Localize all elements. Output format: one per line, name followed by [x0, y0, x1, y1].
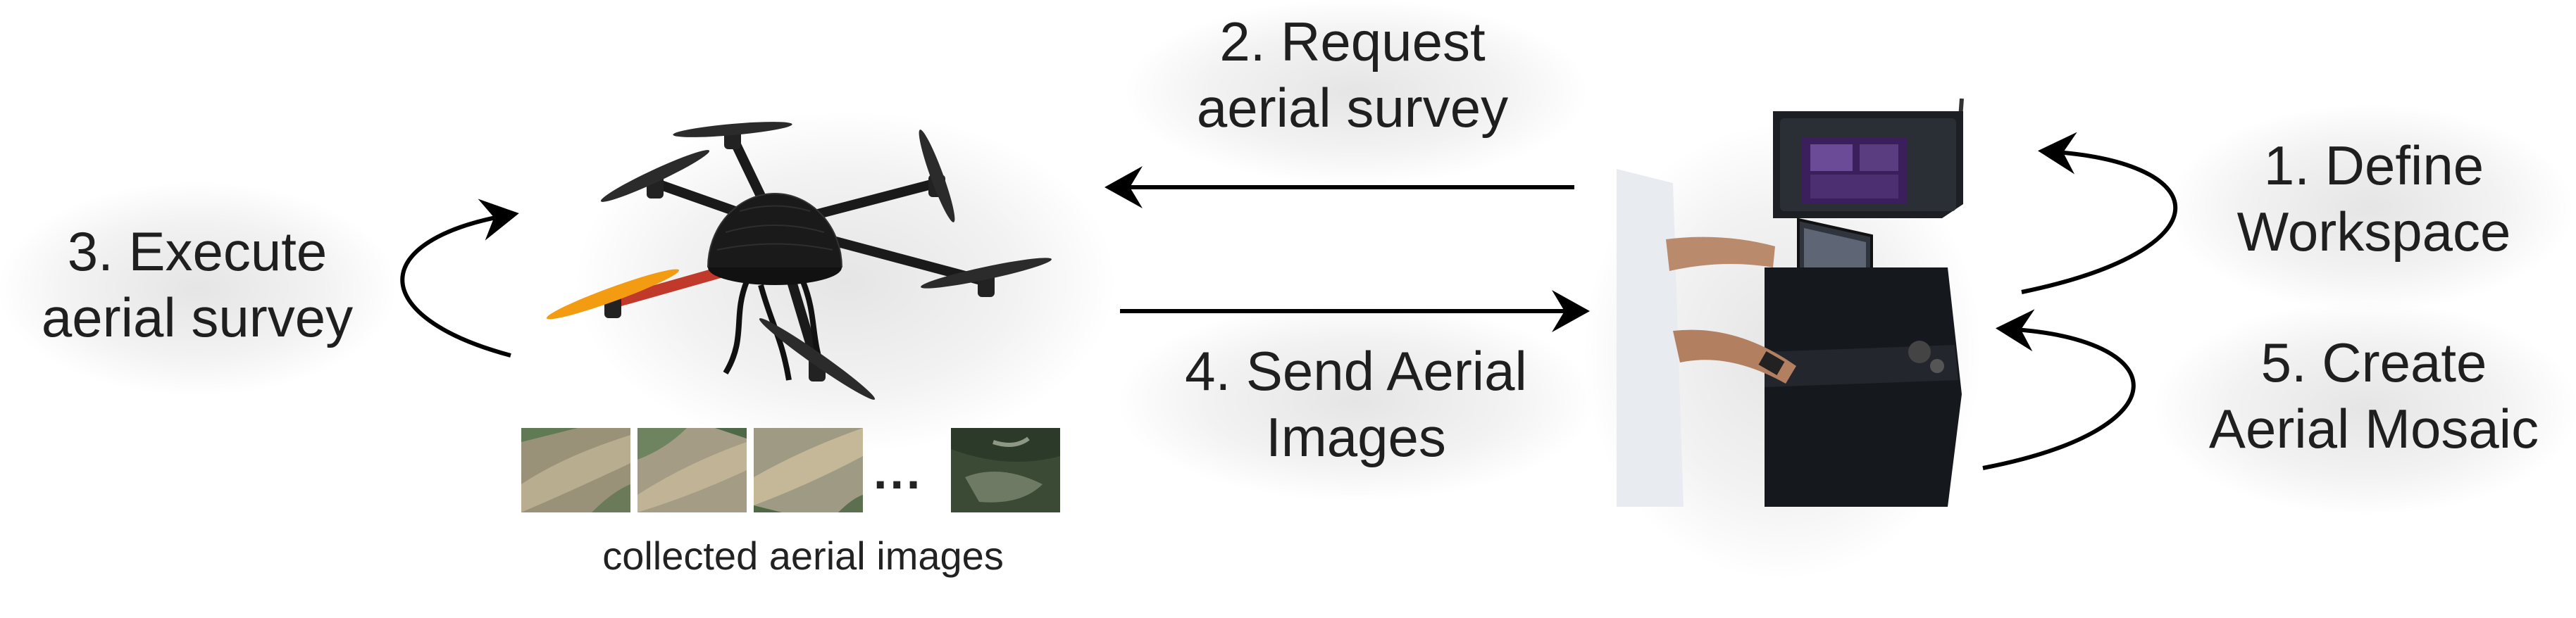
- label-step1: 1. Define Workspace: [2191, 132, 2557, 265]
- ellipsis: ...: [873, 444, 923, 499]
- label-step3-line1: 3. Execute: [67, 220, 328, 282]
- glow-step4: [1120, 303, 1592, 500]
- ground-station-image: [1617, 99, 1964, 507]
- label-step2-line1: 2. Request: [1219, 11, 1486, 72]
- drone-image: [546, 122, 1052, 400]
- label-step3-line2: aerial survey: [41, 286, 354, 348]
- glow-step5: [2155, 303, 2576, 514]
- aerial-image-4: [951, 428, 1060, 512]
- aerial-image-2: [637, 428, 747, 512]
- label-step4-line1: 4. Send Aerial: [1185, 340, 1527, 402]
- aerial-image-1: [521, 428, 630, 512]
- label-step3: 3. Execute aerial survey: [14, 218, 380, 351]
- arrow-execute-loop: [400, 198, 519, 358]
- label-step1-line1: 1. Define: [2263, 134, 2484, 196]
- aerial-image-3: [754, 428, 863, 512]
- glow-step1: [2170, 106, 2571, 310]
- label-step4-line2: Images: [1266, 406, 1446, 468]
- glow-step2: [1127, 0, 1585, 183]
- label-step5-line1: 5. Create: [2260, 332, 2487, 393]
- label-step4: 4. Send Aerial Images: [1134, 338, 1578, 470]
- label-step5-line2: Aerial Mosaic: [2208, 398, 2539, 460]
- arrow-mosaic-loop: [1982, 309, 2136, 470]
- caption-collected-images: collected aerial images: [602, 534, 1004, 578]
- glow-step3: [0, 183, 394, 394]
- arrow-define-loop: [2021, 132, 2178, 294]
- label-step2-line2: aerial survey: [1196, 77, 1509, 139]
- label-step5: 5. Create Aerial Mosaic: [2177, 329, 2571, 462]
- label-step1-line2: Workspace: [2236, 201, 2511, 263]
- label-step2: 2. Request aerial survey: [1141, 8, 1564, 141]
